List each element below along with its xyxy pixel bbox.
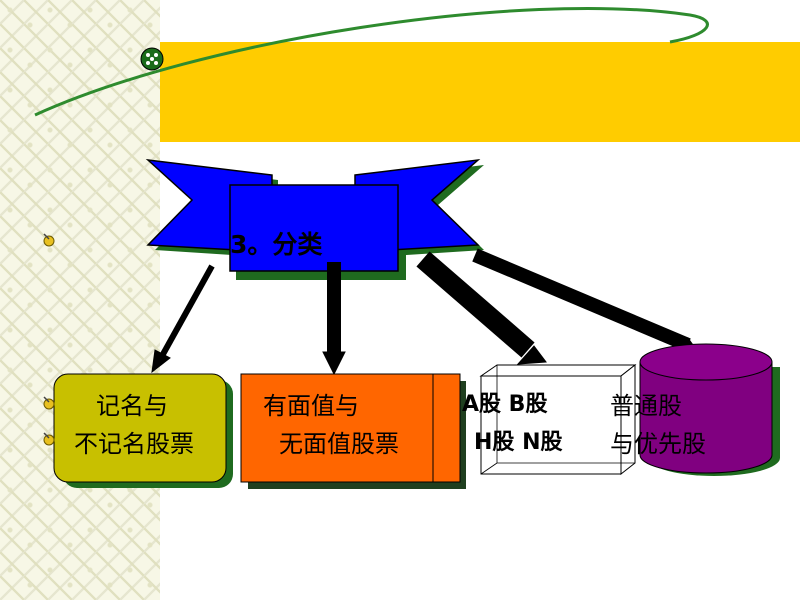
- box-4: [639, 343, 780, 476]
- box-2-line-2: 无面值股票: [279, 430, 399, 458]
- arrow-3: [416, 251, 547, 365]
- background-pattern: [0, 0, 160, 600]
- diagram-title: 3。分类: [230, 230, 323, 259]
- box-2-line-1: 有面值与: [263, 392, 359, 420]
- box-3: [479, 363, 637, 476]
- box-3-line-1: A股 B股: [462, 392, 548, 417]
- box-2: [240, 373, 461, 483]
- arrow-2: [322, 262, 346, 376]
- box-3-line-2: H股 N股: [474, 430, 563, 455]
- box-1: [53, 373, 227, 483]
- bullet-icon: [43, 396, 55, 410]
- bullet-icon: [43, 432, 55, 446]
- box-4-line-2: 与优先股: [610, 430, 706, 458]
- box-4-line-1: 普通股: [610, 392, 682, 420]
- bullet-icon: [43, 233, 55, 247]
- box-1-line-1: 记名与: [96, 392, 168, 420]
- banner-center: [229, 184, 399, 272]
- title-band: [160, 42, 800, 142]
- arrow-1: [151, 264, 215, 374]
- arrows: [151, 248, 699, 376]
- box-1-line-2: 不记名股票: [74, 430, 194, 458]
